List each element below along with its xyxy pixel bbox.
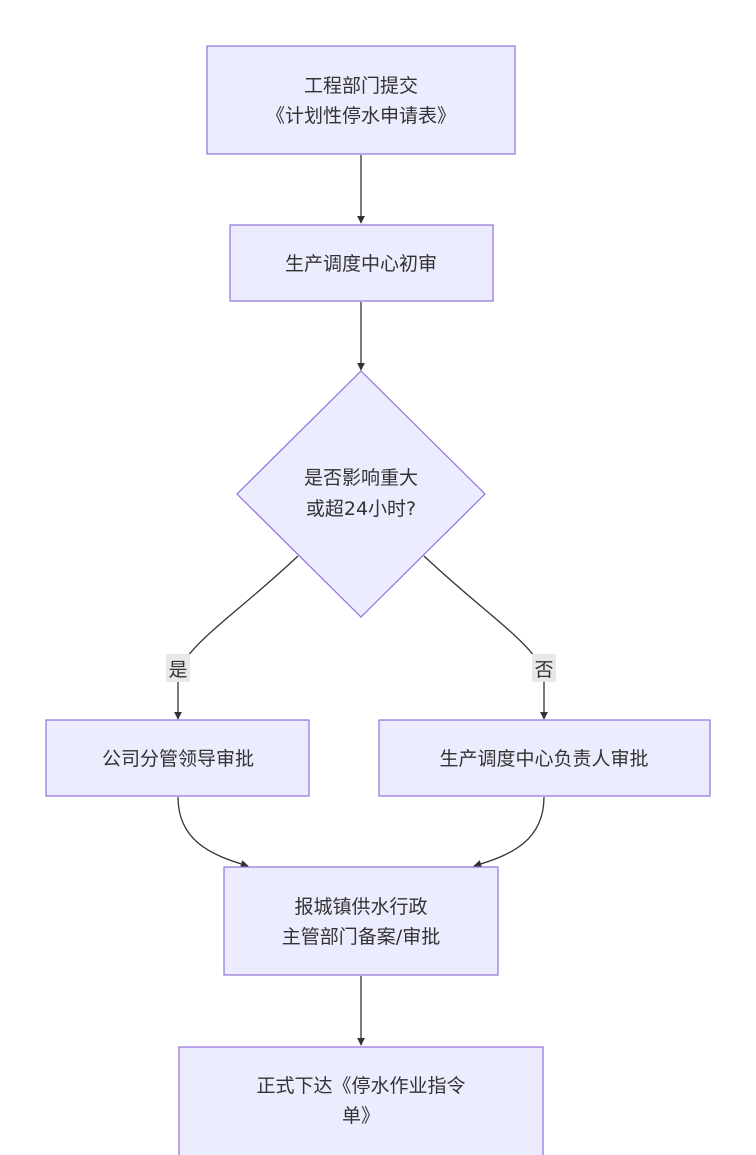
node-report-filing-line2: 主管部门备案/审批 [282,926,440,948]
node-report-filing-line1: 报城镇供水行政 [294,896,427,918]
node-initial-review-label: 生产调度中心初审 [285,253,437,275]
edge-label-yes-text: 是 [168,659,187,681]
node-issue-order-line2: 单》 [342,1105,380,1127]
edge-center-head-approval-to-report [473,796,545,868]
node-decision: 是否影响重大 或超24小时? [236,370,486,618]
node-submit-line1: 工程部门提交 [304,75,418,97]
node-decision-line1: 是否影响重大 [304,467,418,489]
edge-leader-approval-to-report [177,796,249,868]
edge-label-no-text: 否 [534,659,553,681]
node-report-filing: 报城镇供水行政 主管部门备案/审批 [223,866,499,976]
edge-decision-to-leader-approval [174,555,299,720]
edge-decision-to-center-head-approval [423,555,548,720]
node-submit-application: 工程部门提交 《计划性停水申请表》 [206,45,516,155]
node-issue-order-line1: 正式下达《停水作业指令 [256,1075,465,1097]
node-leader-approval: 公司分管领导审批 [45,719,310,797]
node-center-head-approval: 生产调度中心负责人审批 [378,719,711,797]
edge-label-yes: 是 [166,654,190,682]
node-submit-line2: 《计划性停水申请表》 [266,105,456,127]
node-leader-approval-label: 公司分管领导审批 [102,748,254,770]
edge-label-no: 否 [532,654,556,682]
node-decision-line2: 或超24小时? [306,498,416,520]
node-center-head-approval-label: 生产调度中心负责人审批 [439,748,648,770]
node-initial-review: 生产调度中心初审 [229,224,494,302]
node-issue-order: 正式下达《停水作业指令 单》 [178,1046,544,1155]
